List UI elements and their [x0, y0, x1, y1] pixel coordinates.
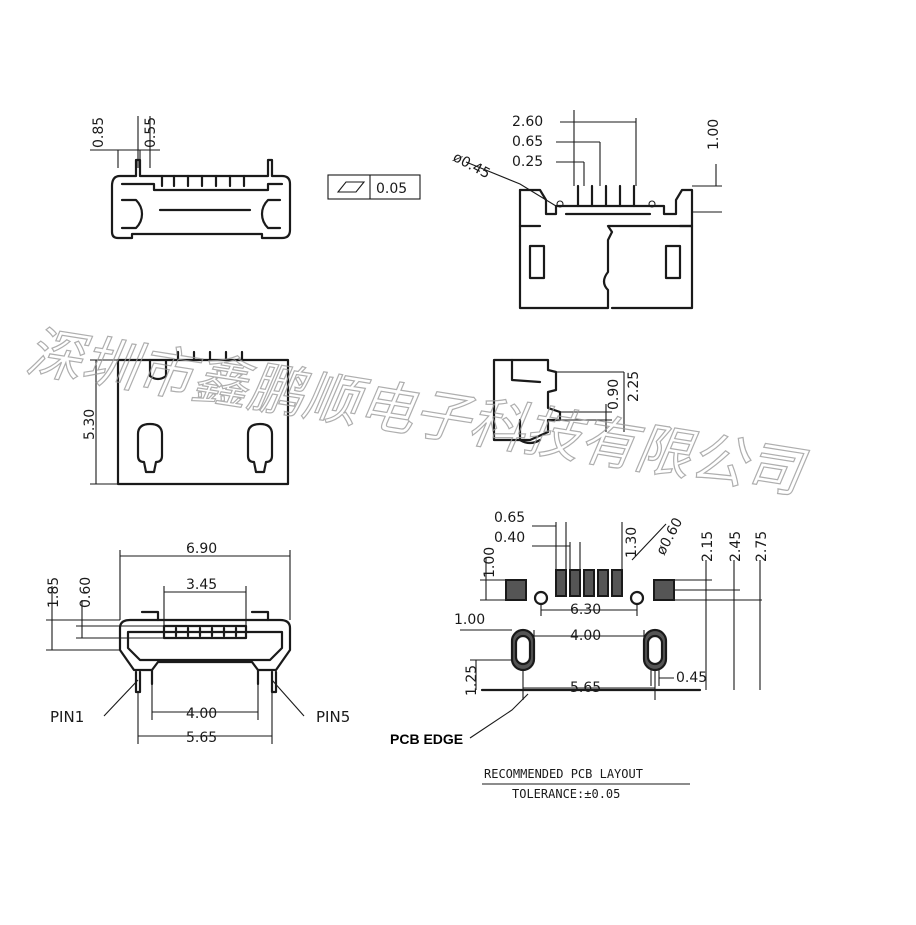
dim-pcb-0-40: 0.40	[494, 530, 525, 546]
layout-tolerance: TOLERANCE:±0.05	[512, 787, 620, 801]
flatness-tolerance-box: 0.05	[327, 174, 421, 200]
dim-1-85: 1.85	[46, 577, 62, 608]
dim-pcb-1-00-h: 1.00	[454, 612, 485, 628]
watermark-text: 深圳市鑫鹏顺电子科技有限公司	[22, 320, 811, 508]
dim-0-25: 0.25	[512, 154, 543, 170]
dim-0-90: 0.90	[606, 379, 622, 410]
dim-pcb-6-30: 6.30	[570, 602, 601, 618]
dim-pcb-1-30: 1.30	[624, 527, 640, 558]
dim-dia-0-45: ø0.45	[450, 149, 493, 182]
front-view: 5.30	[82, 350, 290, 486]
pcb-layout: 0.65 0.40 1.30 ø0.60 1.00 2.15 2.45 2.75…	[390, 510, 770, 801]
dim-0-85: 0.85	[91, 117, 107, 148]
dim-1-00-top: 1.00	[706, 119, 722, 150]
dim-5-65: 5.65	[186, 730, 217, 746]
dim-5-30: 5.30	[82, 409, 98, 440]
dim-0-65: 0.65	[512, 134, 543, 150]
dim-pcb-0-45: 0.45	[676, 670, 707, 686]
flatness-icon	[336, 181, 366, 193]
dim-6-90: 6.90	[186, 541, 217, 557]
dim-pcb-dia-0-60: ø0.60	[653, 515, 686, 558]
pin1-label: PIN1	[50, 708, 84, 726]
dim-3-45: 3.45	[186, 577, 217, 593]
side-view: 0.90 2.25	[492, 358, 642, 445]
dim-pcb-1-00-v: 1.00	[482, 547, 498, 578]
dim-0-55: 0.55	[143, 117, 159, 148]
pin5-label: PIN5	[316, 708, 350, 726]
dim-2-25: 2.25	[626, 371, 642, 402]
flatness-value: 0.05	[376, 181, 407, 197]
dim-4-00: 4.00	[186, 706, 217, 722]
top-view-left: 0.85 0.55	[90, 116, 292, 240]
layout-title: RECOMMENDED PCB LAYOUT	[484, 767, 643, 781]
top-view-right: 2.60 0.65 0.25 1.00 ø0.45	[450, 110, 722, 310]
dim-pcb-0-65: 0.65	[494, 510, 525, 526]
dim-pcb-2-75: 2.75	[754, 531, 770, 562]
dim-pcb-2-15: 2.15	[700, 531, 716, 562]
dim-0-60: 0.60	[78, 577, 94, 608]
dim-pcb-1-25: 1.25	[464, 665, 480, 696]
dim-pcb-2-45: 2.45	[728, 531, 744, 562]
dim-2-60: 2.60	[512, 114, 543, 130]
pcb-edge-label: PCB EDGE	[390, 731, 463, 747]
dim-pcb-4-00: 4.00	[570, 628, 601, 644]
end-view: 6.90 3.45 1.85 0.60 4.00 5.65 PIN1 PIN5	[46, 541, 350, 746]
dim-pcb-5-65: 5.65	[570, 680, 601, 696]
